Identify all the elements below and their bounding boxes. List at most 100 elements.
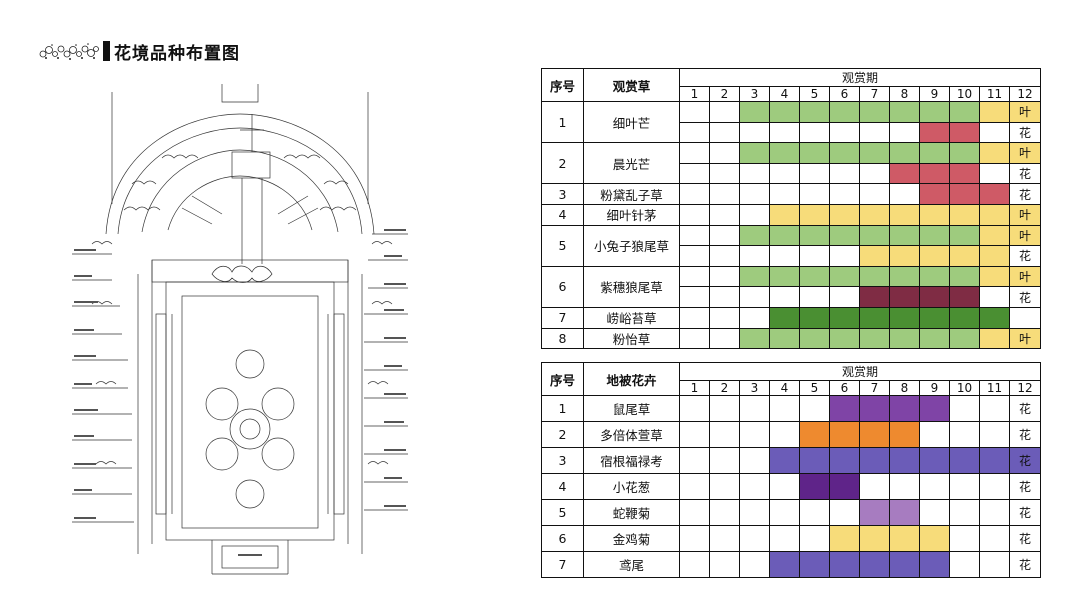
plant-name: 小兔子狼尾草 xyxy=(583,224,680,267)
season-type-label: 花 xyxy=(1008,245,1042,267)
month-cell xyxy=(709,101,740,123)
month-cell xyxy=(889,473,920,500)
plant-name: 多倍体萱草 xyxy=(583,421,680,448)
month-cell xyxy=(739,421,770,448)
month-cell xyxy=(829,525,860,552)
row-seq: 5 xyxy=(541,224,584,267)
table-row: 花 xyxy=(542,286,1042,308)
garden-site-plan xyxy=(72,84,408,575)
month-cell xyxy=(859,473,890,500)
month-header: 12 xyxy=(1008,380,1042,396)
month-cell xyxy=(949,286,980,308)
month-cell xyxy=(919,286,950,308)
month-cell xyxy=(919,306,950,329)
plant-name: 细叶芒 xyxy=(583,100,680,144)
month-cell xyxy=(769,286,800,308)
month-cell xyxy=(859,499,890,526)
month-cell xyxy=(799,447,830,474)
period-header: 观赏期 xyxy=(678,362,1042,381)
month-cell xyxy=(919,162,950,185)
month-cell xyxy=(859,265,890,288)
plant-name: 金鸡菊 xyxy=(583,525,680,552)
month-cell xyxy=(799,306,830,329)
month-cell xyxy=(769,245,800,267)
season-type-label: 叶 xyxy=(1008,142,1042,164)
month-cell xyxy=(949,101,980,123)
month-cell xyxy=(769,224,800,247)
season-type-label: 叶 xyxy=(1008,101,1042,123)
plant-name: 细叶针茅 xyxy=(583,203,680,226)
row-seq: 6 xyxy=(541,525,584,552)
month-cell xyxy=(949,224,980,247)
table-row: 花 xyxy=(542,245,1042,267)
month-cell xyxy=(829,306,860,329)
month-cell xyxy=(829,203,860,226)
month-header: 5 xyxy=(799,380,830,396)
season-type-label: 叶 xyxy=(1008,265,1042,288)
month-cell xyxy=(679,101,710,123)
month-cell xyxy=(799,121,830,144)
month-cell xyxy=(799,421,830,448)
month-cell xyxy=(919,327,950,350)
month-cell xyxy=(919,224,950,247)
month-cell xyxy=(709,142,740,164)
row-seq: 6 xyxy=(541,265,584,308)
month-cell xyxy=(919,203,950,226)
month-cell xyxy=(829,162,860,185)
month-cell xyxy=(949,499,980,526)
month-cell xyxy=(679,551,710,578)
season-type-label: 花 xyxy=(1008,286,1042,308)
category-header: 地被花卉 xyxy=(583,362,680,396)
month-cell xyxy=(679,306,710,329)
month-cell xyxy=(679,162,710,185)
month-cell xyxy=(829,499,860,526)
month-cell xyxy=(859,551,890,578)
month-cell xyxy=(679,421,710,448)
month-cell xyxy=(829,101,860,123)
month-cell xyxy=(859,245,890,267)
month-cell xyxy=(799,499,830,526)
month-cell xyxy=(799,183,830,205)
month-cell xyxy=(949,306,980,329)
seq-header: 序号 xyxy=(541,68,584,102)
month-header: 10 xyxy=(949,86,980,102)
month-cell xyxy=(709,499,740,526)
month-cell xyxy=(979,525,1010,552)
month-cell xyxy=(829,224,860,247)
month-cell xyxy=(979,121,1010,144)
month-cell xyxy=(979,203,1010,226)
season-type-label: 花 xyxy=(1008,121,1042,144)
month-cell xyxy=(829,395,860,422)
month-cell xyxy=(739,395,770,422)
month-cell xyxy=(979,224,1010,247)
month-cell xyxy=(829,327,860,350)
month-cell xyxy=(679,265,710,288)
month-cell xyxy=(919,265,950,288)
month-cell xyxy=(949,162,980,185)
seq-header: 序号 xyxy=(541,362,584,396)
month-header: 9 xyxy=(919,380,950,396)
month-cell xyxy=(799,265,830,288)
month-cell xyxy=(949,245,980,267)
month-cell xyxy=(679,499,710,526)
month-cell xyxy=(679,121,710,144)
month-header: 10 xyxy=(949,380,980,396)
month-cell xyxy=(799,286,830,308)
month-cell xyxy=(979,245,1010,267)
month-header: 2 xyxy=(709,86,740,102)
month-header: 2 xyxy=(709,380,740,396)
month-cell xyxy=(739,306,770,329)
month-cell xyxy=(739,499,770,526)
month-cell xyxy=(859,183,890,205)
row-seq: 4 xyxy=(541,473,584,500)
month-cell xyxy=(979,551,1010,578)
month-cell xyxy=(799,473,830,500)
month-cell xyxy=(709,306,740,329)
month-cell xyxy=(799,395,830,422)
month-cell xyxy=(979,101,1010,123)
month-cell xyxy=(679,183,710,205)
month-cell xyxy=(859,203,890,226)
